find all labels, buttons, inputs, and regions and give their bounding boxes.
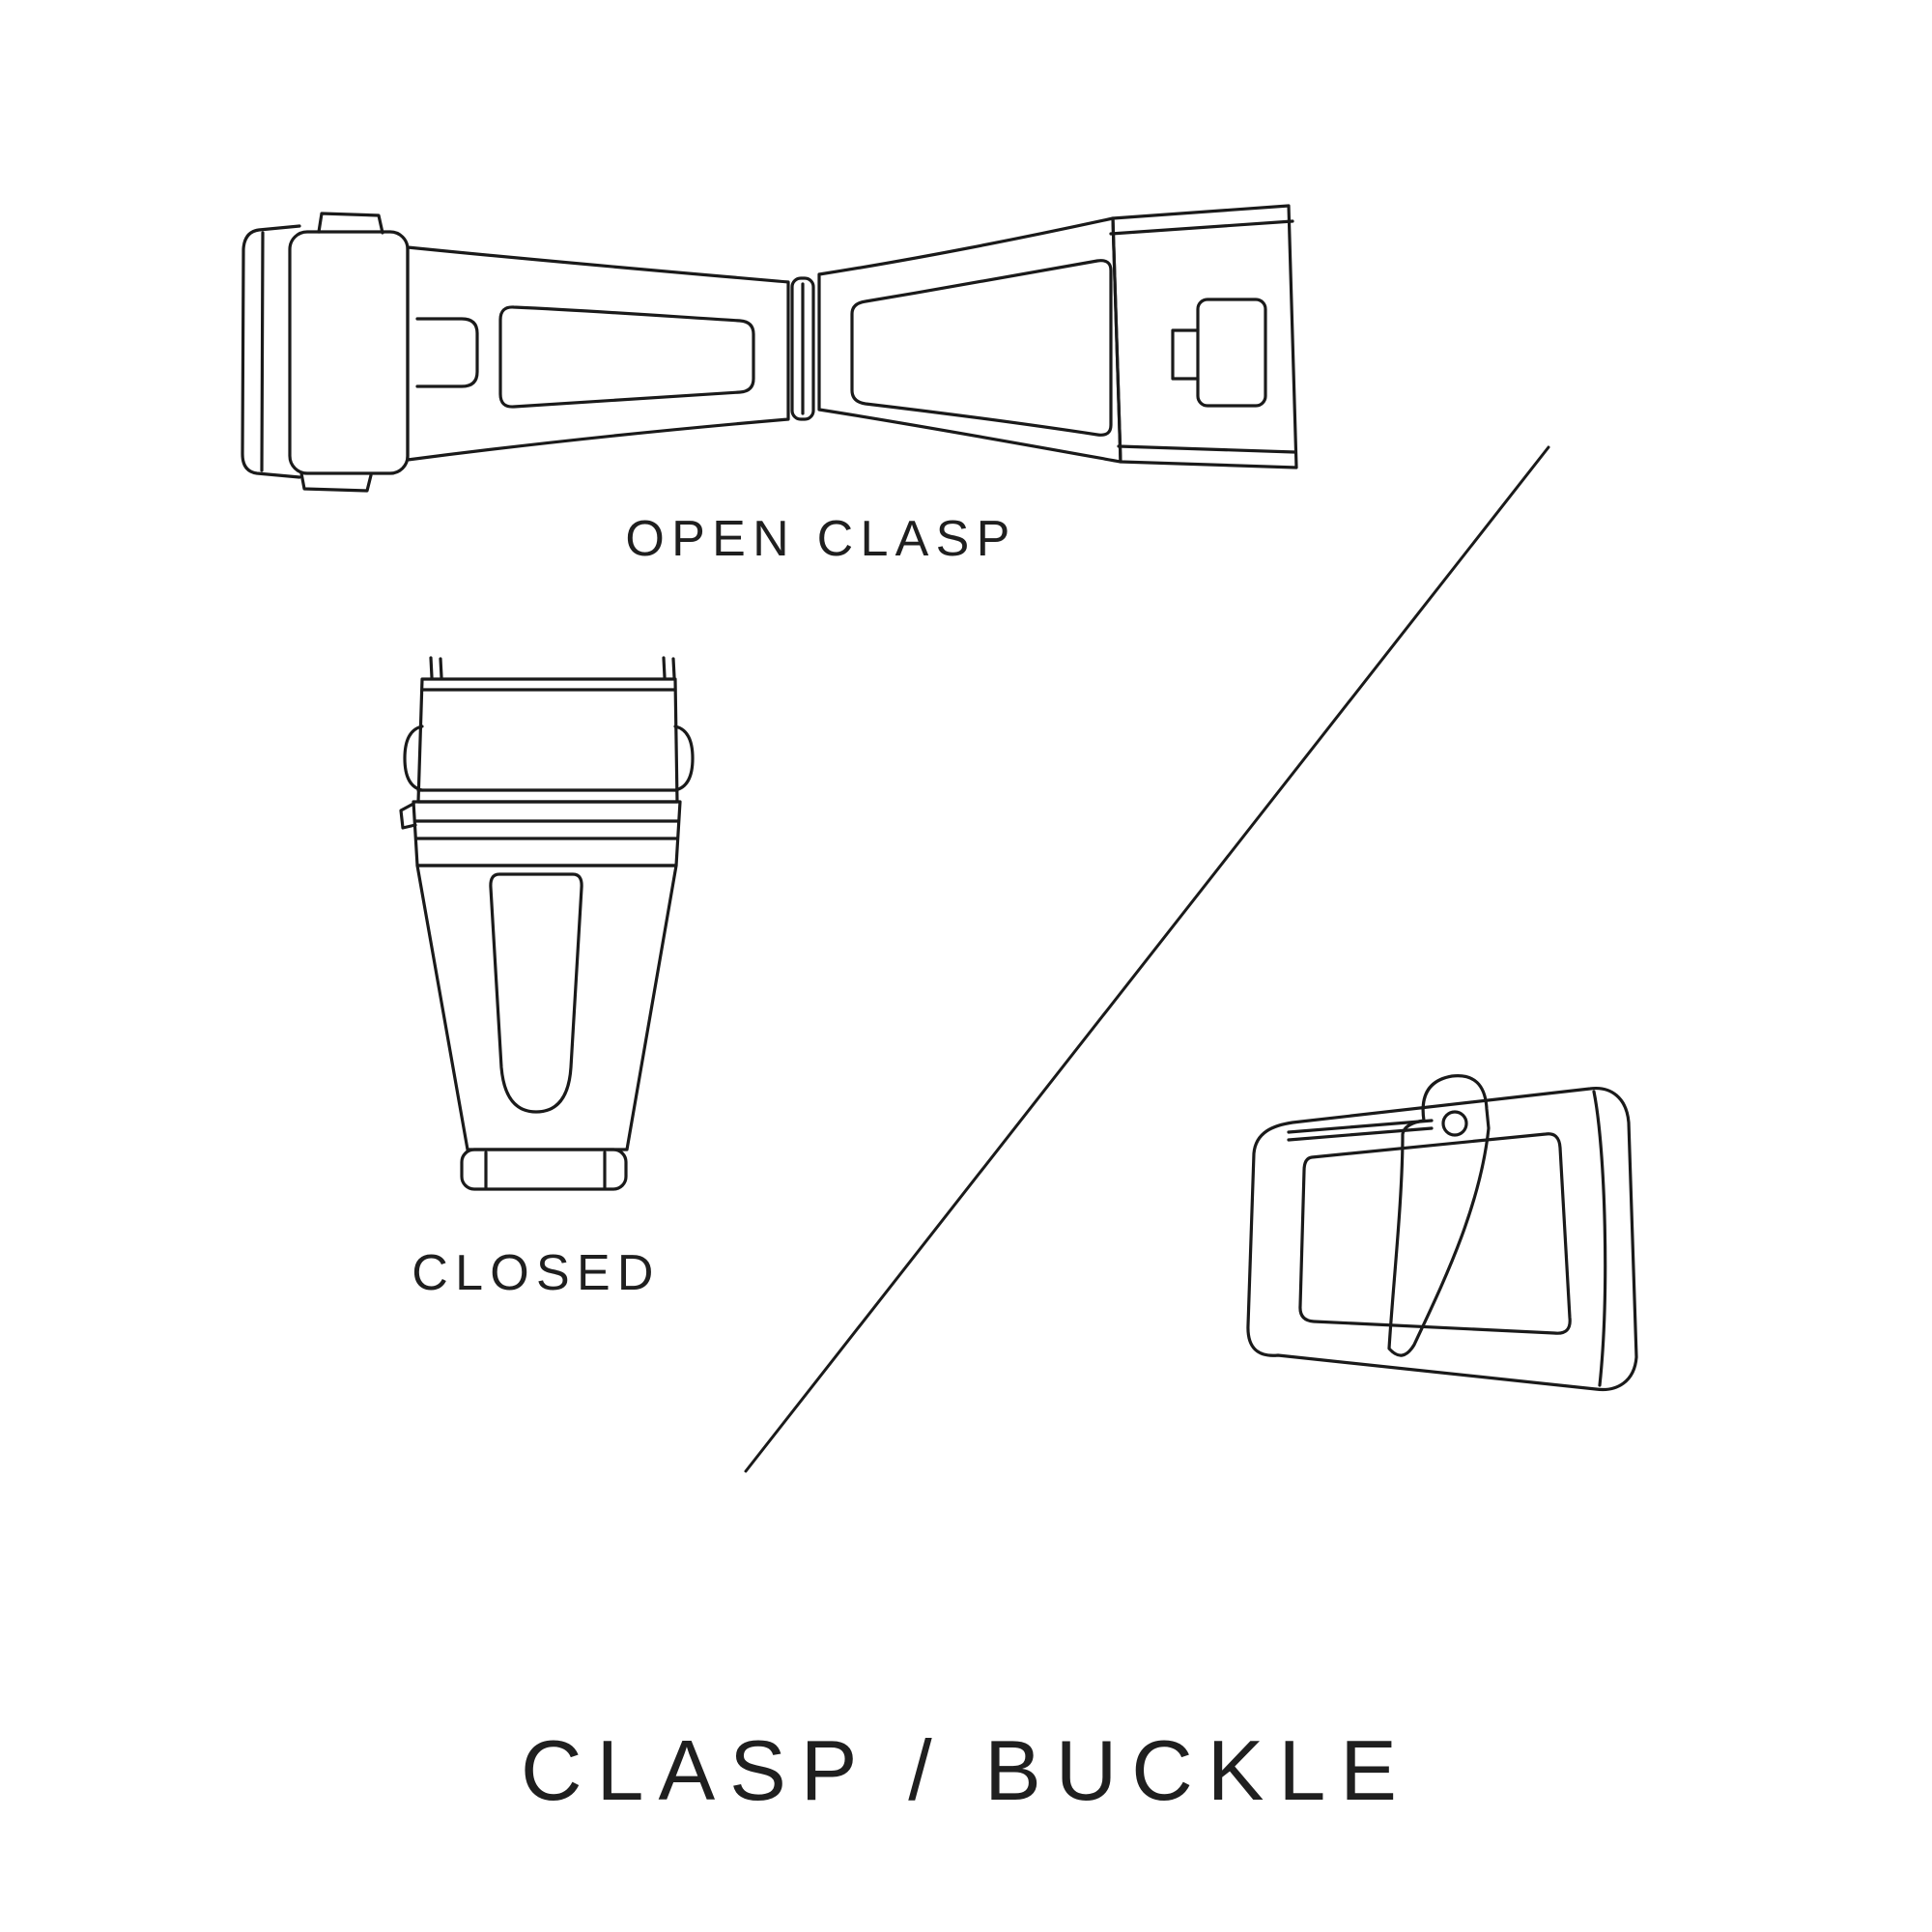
diagonal-divider-line	[744, 445, 1550, 1473]
open-clasp-label: OPEN CLASP	[625, 511, 1017, 567]
closed-clasp-icon	[399, 656, 695, 1191]
tang-buckle-icon	[1246, 1074, 1638, 1392]
open-clasp-icon	[241, 204, 1298, 493]
closed-clasp-label: CLOSED	[412, 1245, 661, 1301]
diagram-title: CLASP / BUCKLE	[521, 1722, 1411, 1818]
